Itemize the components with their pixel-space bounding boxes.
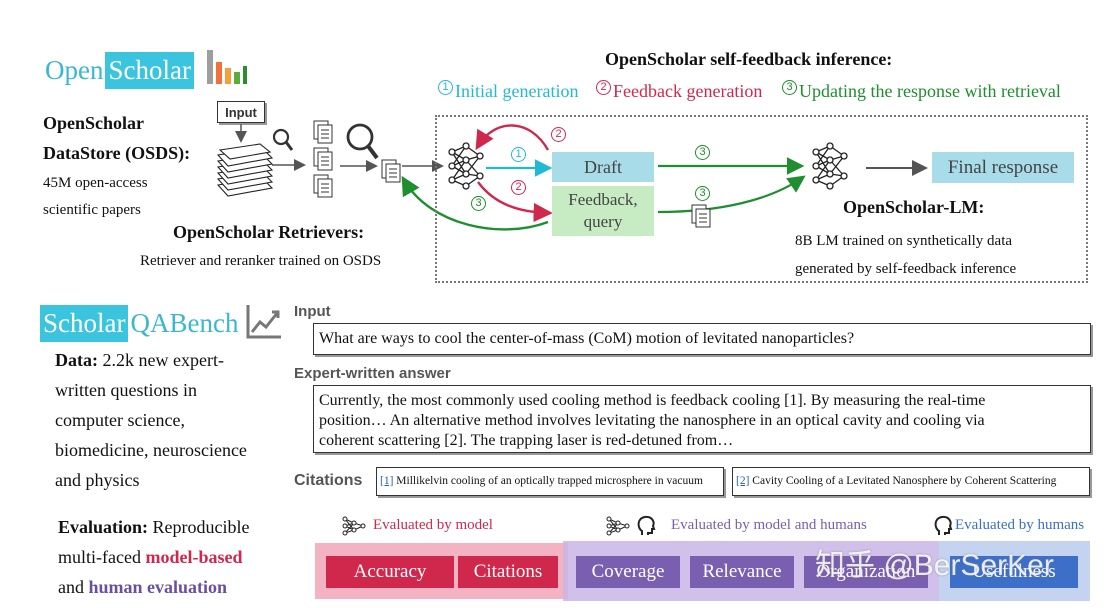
edge-marker: 3 (471, 196, 486, 211)
scholarqabench-logo: Scholar QABench (40, 305, 240, 342)
input-tag: Input (217, 101, 265, 123)
document-stack-icon (381, 159, 401, 183)
lm-title: OpenScholar-LM: (843, 197, 985, 217)
metric-accuracy: Accuracy (326, 556, 454, 588)
datastore-title: OpenScholar DataStore (OSDS): (43, 108, 190, 168)
step-label: Updating the response with retrieval (799, 81, 1061, 101)
edge-marker: 1 (511, 147, 526, 162)
feedback-query-box: Feedback, query (552, 186, 654, 236)
legend-evaluated-by-model-and-humans: Evaluated by model and humans (671, 517, 867, 533)
inference-region (435, 115, 1088, 283)
neural-network-icon (342, 516, 366, 536)
openscholar-logo: Open Scholar (43, 52, 194, 89)
inference-title: OpenScholar self-feedback inference: (605, 49, 893, 69)
logo-scholar-text: Scholar (105, 52, 194, 89)
answer-line: Currently, the most commonly used coolin… (319, 392, 986, 409)
citation-title: Cavity Cooling of a Levitated Nanosphere… (749, 475, 1057, 487)
step-label: Initial generation (455, 81, 579, 101)
step-number-badge: 3 (782, 80, 797, 95)
step-number-badge: 1 (438, 80, 453, 95)
feedback-generation-arrow (477, 181, 553, 223)
retrieval-loop-arrow (401, 175, 549, 231)
edge-marker: 3 (695, 145, 710, 160)
magnifier-icon (272, 128, 294, 151)
retrievers-title: OpenScholar Retrievers: (173, 222, 365, 242)
citation-title: Millikelvin cooling of an optically trap… (393, 475, 703, 487)
pipeline-diagram (216, 120, 928, 231)
line-chart-icon (246, 305, 281, 339)
logo-scholar-text: Scholar (40, 305, 129, 342)
lm-description: 8B LM trained on synthetically data gene… (795, 227, 1095, 283)
model-based-highlight: model-based (145, 547, 243, 567)
datastore-description: 45M open-access scientific papers (43, 170, 148, 224)
lm-desc-line: 8B LM trained on synthetically data (795, 233, 1013, 249)
metric-coverage: Coverage (576, 556, 680, 588)
draft-box: Draft (552, 152, 654, 182)
paper-stack-icon (216, 143, 274, 197)
eval-line: multi-faced model-based (58, 547, 243, 567)
metric-usefulness: Usefulness (950, 556, 1078, 588)
data-line: Data: 2.2k new expert- (55, 350, 224, 370)
evaluation-description: Evaluation: Reproducible multi-faced mod… (58, 512, 298, 602)
data-line: written questions in (55, 380, 197, 400)
edge-marker: 2 (551, 127, 566, 142)
final-response-box: Final response (932, 152, 1074, 183)
edge-marker: 2 (511, 180, 526, 195)
legend-evaluated-by-humans: Evaluated by humans (955, 517, 1085, 533)
data-description: Data: 2.2k new expert- written questions… (55, 345, 295, 495)
human-eval-highlight: human evaluation (88, 577, 228, 597)
expert-answer-box: Currently, the most commonly used coolin… (313, 385, 1091, 453)
datastore-title-line: OpenScholar (43, 113, 145, 133)
input-section-label: Input (294, 303, 331, 320)
logo-open-text: Open (45, 55, 104, 85)
neural-network-icon (606, 516, 630, 536)
datastore-desc-line: scientific papers (43, 202, 141, 218)
citation-item[interactable]: [1] Millikelvin cooling of an optically … (376, 467, 724, 496)
feedback-line: query (583, 212, 623, 231)
neural-network-icon (448, 142, 484, 190)
document-stack-icon (691, 204, 711, 228)
data-line: and physics (55, 470, 140, 490)
legend-evaluated-by-model: Evaluated by model (373, 517, 493, 533)
human-head-icon (637, 515, 656, 535)
step-label: Feedback generation (613, 81, 763, 101)
metric-organization: Organization (804, 556, 928, 588)
logo-qabench-text: QABench (130, 308, 239, 338)
feedback-loop-arrow (475, 124, 550, 151)
citations-section-label: Citations (294, 472, 363, 489)
edge-marker: 3 (695, 186, 710, 201)
input-question-box: What are ways to cool the center-of-mass… (313, 323, 1091, 355)
answer-line: position… An alternative method involves… (319, 412, 985, 429)
eval-line: Evaluation: Reproducible (58, 517, 250, 537)
neural-network-icon (812, 142, 848, 190)
watermark: 知乎 @BerSerKer (815, 549, 1054, 582)
updating-arrow (657, 175, 806, 214)
data-line: biomedicine, neuroscience (55, 440, 247, 460)
eval-line: and human evaluation (58, 577, 228, 597)
bar-chart-icon (207, 50, 247, 84)
data-line: computer science, (55, 410, 185, 430)
eval-label: Evaluation: (58, 517, 149, 537)
datastore-title-line: DataStore (OSDS): (43, 143, 191, 163)
citation-item[interactable]: [2] Cavity Cooling of a Levitated Nanosp… (732, 467, 1090, 496)
metric-relevance: Relevance (690, 556, 794, 588)
magnifier-icon (346, 123, 379, 160)
answer-line: coherent scattering [2]. The trapping la… (319, 432, 734, 449)
citation-ref[interactable]: [1] (380, 475, 394, 487)
citation-ref[interactable]: [2] (736, 475, 750, 487)
datastore-desc-line: 45M open-access (43, 175, 148, 191)
human-head-icon (934, 515, 953, 535)
document-stack-icon (313, 120, 333, 198)
feedback-line: Feedback, (568, 190, 638, 209)
retrievers-description: Retriever and reranker trained on OSDS (140, 253, 382, 269)
answer-section-label: Expert-written answer (294, 365, 451, 382)
lm-desc-line: generated by self-feedback inference (795, 261, 1017, 277)
metric-citations: Citations (458, 556, 558, 588)
data-label: Data: (55, 350, 98, 370)
step-number-badge: 2 (596, 80, 611, 95)
